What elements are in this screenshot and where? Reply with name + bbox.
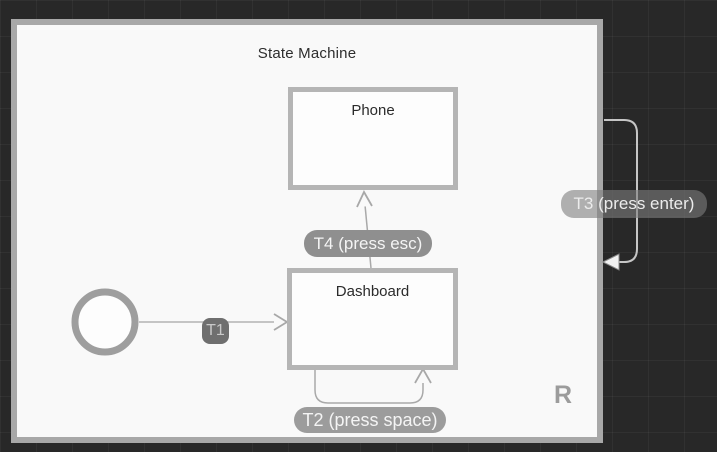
reset-hint-label: R bbox=[554, 381, 573, 409]
machine-panel[interactable] bbox=[11, 19, 603, 443]
state-label-dashboard: Dashboard bbox=[335, 283, 410, 300]
machine-title: State Machine bbox=[257, 45, 357, 62]
state-box-dashboard[interactable]: Dashboard bbox=[287, 268, 458, 370]
transition-label-t4[interactable]: T4 (press esc) bbox=[304, 230, 432, 257]
state-box-phone[interactable]: Phone bbox=[288, 87, 458, 190]
arrowhead-t3 bbox=[601, 253, 620, 271]
transition-label-t2[interactable]: T2 (press space) bbox=[294, 407, 446, 433]
state-label-phone: Phone bbox=[351, 102, 395, 119]
transition-label-t1[interactable]: T1 bbox=[202, 318, 229, 344]
transition-label-t3[interactable]: T3 (press enter) bbox=[561, 190, 707, 218]
